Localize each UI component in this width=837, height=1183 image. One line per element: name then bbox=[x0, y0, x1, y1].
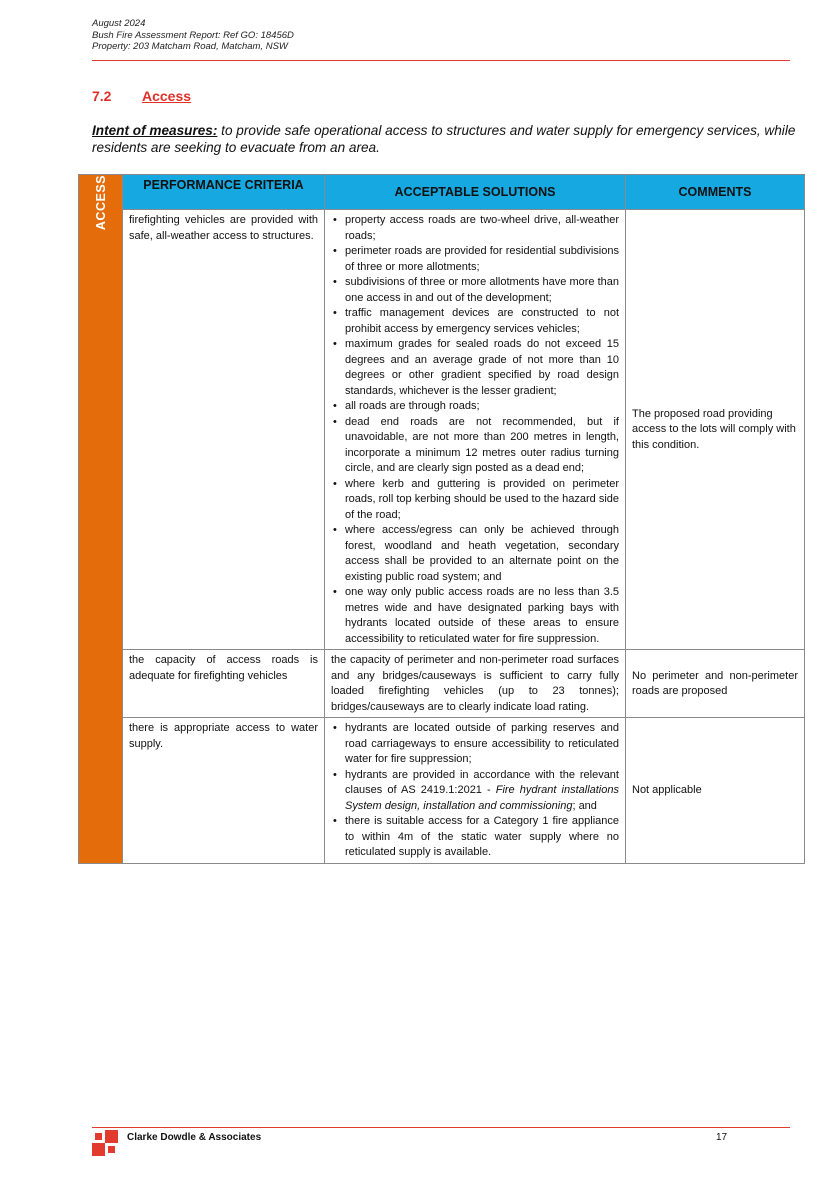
solutions-cell: the capacity of perimeter and non-perime… bbox=[324, 649, 626, 718]
side-label-cell: ACCESS bbox=[78, 174, 123, 864]
list-item: there is suitable access for a Category … bbox=[331, 814, 619, 861]
intent-text: to provide safe operational access to st… bbox=[92, 123, 796, 155]
list-item: traffic management devices are construct… bbox=[331, 306, 619, 337]
table-row: there is appropriate access to water sup… bbox=[79, 717, 805, 864]
page-number: 17 bbox=[716, 1132, 728, 1143]
list-item: dead end roads are not recommended, but … bbox=[331, 415, 619, 477]
table-row: the capacity of access roads is adequate… bbox=[79, 649, 805, 718]
list-item: subdivisions of three or more allotments… bbox=[331, 275, 619, 306]
criteria-cell: the capacity of access roads is adequate… bbox=[122, 649, 325, 718]
criteria-cell: firefighting vehicles are provided with … bbox=[122, 209, 325, 650]
standard-title: Fire hydrant installations System design… bbox=[345, 784, 619, 812]
header-performance-criteria: PERFORMANCE CRITERIA bbox=[122, 174, 325, 210]
page-header: August 2024 Bush Fire Assessment Report:… bbox=[92, 18, 792, 53]
footer-company: Clarke Dowdle & Associates bbox=[127, 1132, 262, 1143]
list-item: perimeter roads are provided for residen… bbox=[331, 244, 619, 275]
list-item: hydrants are located outside of parking … bbox=[331, 721, 619, 768]
list-item: one way only public access roads are no … bbox=[331, 585, 619, 647]
table-header-row: ACCESS PERFORMANCE CRITERIA ACCEPTABLE S… bbox=[78, 174, 805, 864]
footer-divider bbox=[92, 1127, 790, 1128]
table-row: firefighting vehicles are provided with … bbox=[79, 209, 805, 650]
header-divider bbox=[92, 60, 790, 61]
intent-paragraph: Intent of measures: to provide safe oper… bbox=[92, 122, 797, 156]
header-date: August 2024 bbox=[92, 18, 146, 29]
header-acceptable-solutions: ACCEPTABLE SOLUTIONS bbox=[324, 174, 626, 210]
solutions-list: hydrants are located outside of parking … bbox=[331, 721, 619, 861]
comment-cell: No perimeter and non-perimeter roads are… bbox=[625, 649, 805, 718]
side-label: ACCESS bbox=[93, 175, 108, 231]
access-table: ACCESS PERFORMANCE CRITERIA ACCEPTABLE S… bbox=[78, 174, 805, 864]
intent-lead: Intent of measures: bbox=[92, 123, 218, 138]
comment-cell: Not applicable bbox=[625, 717, 805, 864]
company-logo-icon bbox=[92, 1130, 118, 1156]
header-comments: COMMENTS bbox=[625, 174, 805, 210]
list-item: all roads are through roads; bbox=[331, 399, 619, 415]
list-item: where kerb and guttering is provided on … bbox=[331, 477, 619, 524]
header-property: Property: 203 Matcham Road, Matcham, NSW bbox=[92, 41, 288, 52]
list-item-text: ; and bbox=[572, 799, 597, 812]
list-item: hydrants are provided in accordance with… bbox=[331, 768, 619, 815]
solutions-cell: property access roads are two-wheel driv… bbox=[324, 209, 626, 650]
solutions-list: property access roads are two-wheel driv… bbox=[331, 213, 619, 647]
list-item: property access roads are two-wheel driv… bbox=[331, 213, 619, 244]
section-title: Access bbox=[142, 88, 192, 104]
solutions-cell: hydrants are located outside of parking … bbox=[324, 717, 626, 864]
list-item: where access/egress can only be achieved… bbox=[331, 523, 619, 585]
comment-cell: The proposed road providing access to th… bbox=[625, 209, 805, 650]
header-report-ref: Bush Fire Assessment Report: Ref GO: 184… bbox=[92, 29, 294, 41]
section-heading: 7.2 Access bbox=[92, 88, 191, 104]
list-item-text: hydrants are provided in accordance with… bbox=[345, 768, 619, 797]
criteria-cell: there is appropriate access to water sup… bbox=[122, 717, 325, 864]
section-number: 7.2 bbox=[92, 88, 112, 104]
list-item: maximum grades for sealed roads do not e… bbox=[331, 337, 619, 399]
